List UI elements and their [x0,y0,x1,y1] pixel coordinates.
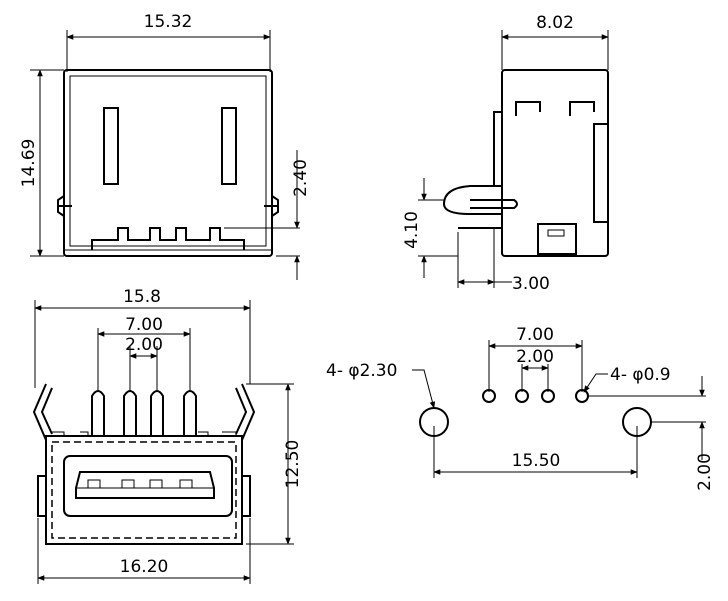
bottom-pin-pitch-dim: 2.00 [125,335,163,355]
pcb-layout: 7.00 2.00 4- φ2.30 4- φ0.9 15.50 2.00 [326,325,715,491]
bottom-view: 15.8 7.00 2.00 12.50 [32,287,303,584]
side-depth-dim: 8.02 [536,13,574,33]
pcb-row-offset-dim: 2.00 [695,453,715,491]
pcb-pin-pitch-dim: 2.00 [516,347,554,367]
front-height-dim: 14.69 [19,139,39,188]
bottom-height-dim: 12.50 [283,440,303,489]
bottom-body-width-dim: 16.20 [120,557,169,577]
pcb-pin-span-dim: 7.00 [516,325,554,345]
bottom-outer-width-dim: 15.8 [123,287,161,307]
front-width-dim: 15.32 [144,12,193,32]
pcb-hole-spacing-dim: 15.50 [512,451,561,471]
side-pin-offset-dim: 3.00 [512,274,550,294]
bottom-pin-span-dim: 7.00 [125,315,163,335]
side-view: 8.02 4.10 3.00 [402,13,609,294]
pcb-small-hole-label: 4- φ0.9 [610,365,671,385]
front-pin-offset-dim: 2.40 [291,159,311,197]
side-pin-height-dim: 4.10 [402,211,422,249]
front-view: 15.32 14.69 2.40 [19,12,311,280]
pcb-large-hole-label: 4- φ2.30 [326,361,397,381]
